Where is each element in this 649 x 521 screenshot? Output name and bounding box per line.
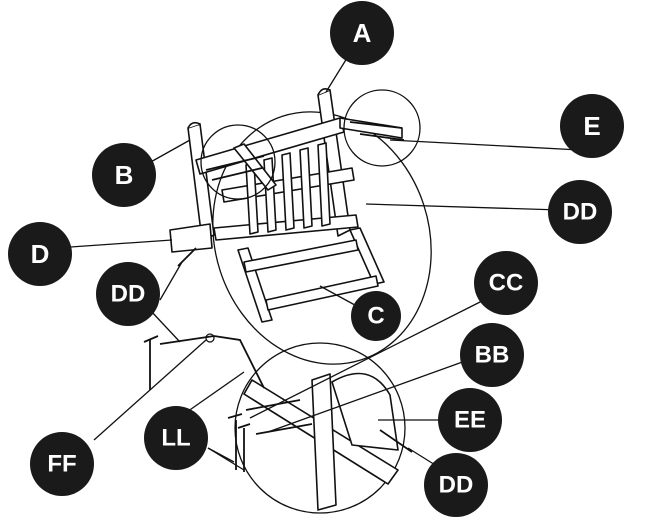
label-LL: LL bbox=[144, 406, 208, 470]
seat-back-rail bbox=[243, 239, 359, 273]
seat-right-rail bbox=[349, 227, 385, 285]
left-leg-top bbox=[187, 121, 201, 129]
bolt-right-2 bbox=[359, 133, 405, 141]
zoom-bolt-3 bbox=[379, 429, 413, 453]
left-armrest bbox=[233, 143, 277, 191]
label-E-text: E bbox=[583, 111, 600, 141]
label-C: C bbox=[351, 291, 401, 341]
leader-lines bbox=[55, 49, 581, 471]
label-B-text: B bbox=[115, 160, 134, 190]
bolt-left-2 bbox=[211, 167, 263, 181]
label-A-text: A bbox=[353, 18, 372, 48]
hook-ll-1 bbox=[143, 335, 159, 390]
detail-circle-right bbox=[343, 89, 421, 167]
bolt-ff bbox=[159, 335, 215, 345]
label-D: D bbox=[8, 222, 72, 286]
seat-front-rail bbox=[265, 275, 379, 311]
seat-detail-oval bbox=[212, 111, 432, 365]
label-DD-right-text: DD bbox=[563, 199, 598, 226]
label-A: A bbox=[330, 1, 394, 65]
hook-1 bbox=[227, 413, 243, 470]
label-B: B bbox=[92, 143, 156, 207]
label-EE-text: EE bbox=[454, 407, 486, 434]
label-DD-bottom-text: DD bbox=[439, 472, 474, 499]
chair-assembly bbox=[169, 88, 432, 365]
detail-circle-left bbox=[200, 124, 276, 200]
bolt-left bbox=[205, 155, 265, 171]
zoom-detail bbox=[227, 342, 413, 514]
seat-front-block bbox=[169, 223, 213, 253]
label-DD-bottom: DD bbox=[424, 453, 488, 517]
left-back-leg bbox=[187, 123, 215, 241]
washer bbox=[205, 333, 215, 343]
zoom-bolt-2 bbox=[255, 423, 313, 435]
label-BB: BB bbox=[460, 323, 524, 387]
label-BB-text: BB bbox=[475, 342, 510, 369]
label-D-text: D bbox=[31, 239, 50, 269]
label-E: E bbox=[560, 94, 624, 158]
hook-2 bbox=[237, 423, 251, 472]
zoom-bolt-1 bbox=[245, 399, 301, 411]
label-CC-text: CC bbox=[489, 270, 524, 297]
label-DD-left: DD bbox=[96, 262, 160, 326]
label-C-text: C bbox=[367, 303, 384, 330]
rod bbox=[213, 335, 265, 389]
zoom-leg bbox=[311, 373, 337, 511]
label-CC: CC bbox=[474, 251, 538, 315]
label-FF-text: FF bbox=[47, 451, 76, 478]
label-FF: FF bbox=[30, 432, 94, 496]
label-EE: EE bbox=[438, 388, 502, 452]
zoom-circle bbox=[234, 342, 406, 514]
label-DD-right: DD bbox=[548, 180, 612, 244]
bolt-right bbox=[349, 121, 403, 129]
label-DD-left-text: DD bbox=[111, 281, 146, 308]
label-LL-text: LL bbox=[161, 425, 190, 452]
loose-hardware bbox=[143, 333, 265, 390]
